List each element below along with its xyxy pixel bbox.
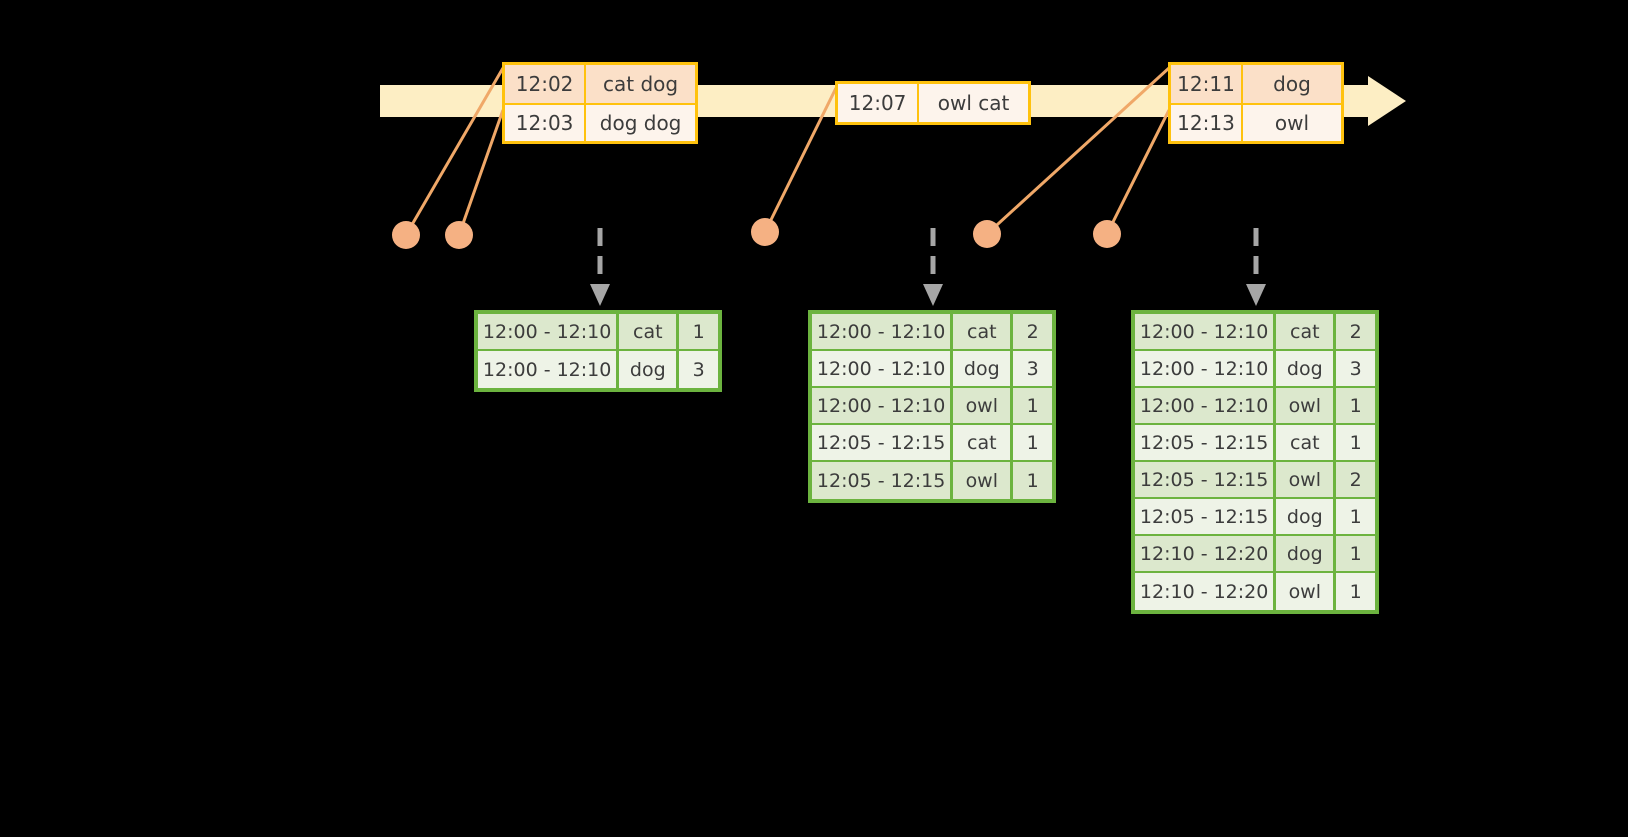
cell-word: owl	[953, 388, 1014, 425]
cell-count: 2	[1336, 462, 1375, 499]
cell-word: dog	[619, 351, 680, 388]
cell-count: 2	[1013, 314, 1052, 351]
cell-count: 1	[1336, 536, 1375, 573]
cell-window: 12:00 - 12:10	[812, 314, 954, 351]
cell-count: 1	[1013, 462, 1052, 499]
event-words: dog dog	[586, 105, 695, 141]
event-time: 12:11	[1171, 65, 1243, 103]
cell-count: 1	[1013, 425, 1052, 462]
event-group-c: 12:11 dog 12:13 owl	[1168, 62, 1344, 144]
cell-window: 12:05 - 12:15	[1135, 425, 1277, 462]
cell-word: cat	[953, 425, 1014, 462]
cell-window: 12:00 - 12:10	[478, 314, 620, 351]
cell-word: dog	[1276, 351, 1337, 388]
event-words: owl cat	[919, 84, 1028, 122]
timeline-arrow-icon	[1368, 76, 1406, 126]
cell-word: cat	[1276, 425, 1337, 462]
cell-window: 12:05 - 12:15	[812, 425, 954, 462]
cell-word: dog	[1276, 536, 1337, 573]
cell-word: cat	[619, 314, 680, 351]
cell-word: owl	[1276, 388, 1337, 425]
cell-word: owl	[953, 462, 1014, 499]
cell-window: 12:05 - 12:15	[812, 462, 954, 499]
event-row: 12:13 owl	[1171, 103, 1341, 141]
cell-window: 12:00 - 12:10	[812, 351, 954, 388]
cell-word: owl	[1276, 573, 1337, 610]
cell-count: 1	[1336, 388, 1375, 425]
cell-window: 12:10 - 12:20	[1135, 536, 1277, 573]
cell-window: 12:00 - 12:10	[1135, 351, 1277, 388]
cell-count: 1	[1336, 499, 1375, 536]
event-words: dog	[1243, 65, 1341, 103]
cell-count: 1	[1336, 573, 1375, 610]
cell-window: 12:00 - 12:10	[478, 351, 620, 388]
event-row: 12:03 dog dog	[505, 103, 695, 141]
cell-count: 3	[1013, 351, 1052, 388]
cell-window: 12:10 - 12:20	[1135, 573, 1277, 610]
cell-count: 1	[679, 314, 718, 351]
event-row: 12:02 cat dog	[505, 65, 695, 103]
event-time: 12:13	[1171, 105, 1243, 141]
cell-count: 2	[1336, 314, 1375, 351]
cell-count: 3	[1336, 351, 1375, 388]
cell-count: 1	[1336, 425, 1375, 462]
event-row: 12:07 owl cat	[838, 84, 1028, 122]
down-arrow-icon	[590, 228, 610, 306]
event-row: 12:11 dog	[1171, 65, 1341, 103]
cell-window: 12:00 - 12:10	[812, 388, 954, 425]
event-time: 12:02	[505, 65, 587, 103]
cell-window: 12:00 - 12:10	[1135, 388, 1277, 425]
event-time: 12:07	[838, 84, 920, 122]
cell-count: 1	[1013, 388, 1052, 425]
cell-word: cat	[1276, 314, 1337, 351]
cell-word: owl	[1276, 462, 1337, 499]
event-words: cat dog	[586, 65, 695, 103]
event-words: owl	[1243, 105, 1341, 141]
cell-count: 3	[679, 351, 718, 388]
down-arrow-icon	[1246, 228, 1266, 306]
cell-word: dog	[953, 351, 1014, 388]
cell-window: 12:05 - 12:15	[1135, 499, 1277, 536]
event-group-b: 12:07 owl cat	[835, 81, 1031, 125]
cell-word: dog	[1276, 499, 1337, 536]
cell-word: cat	[953, 314, 1014, 351]
event-group-a: 12:02 cat dog 12:03 dog dog	[502, 62, 698, 144]
cell-window: 12:00 - 12:10	[1135, 314, 1277, 351]
event-time: 12:03	[505, 105, 587, 141]
down-arrow-icon	[923, 228, 943, 306]
cell-window: 12:05 - 12:15	[1135, 462, 1277, 499]
